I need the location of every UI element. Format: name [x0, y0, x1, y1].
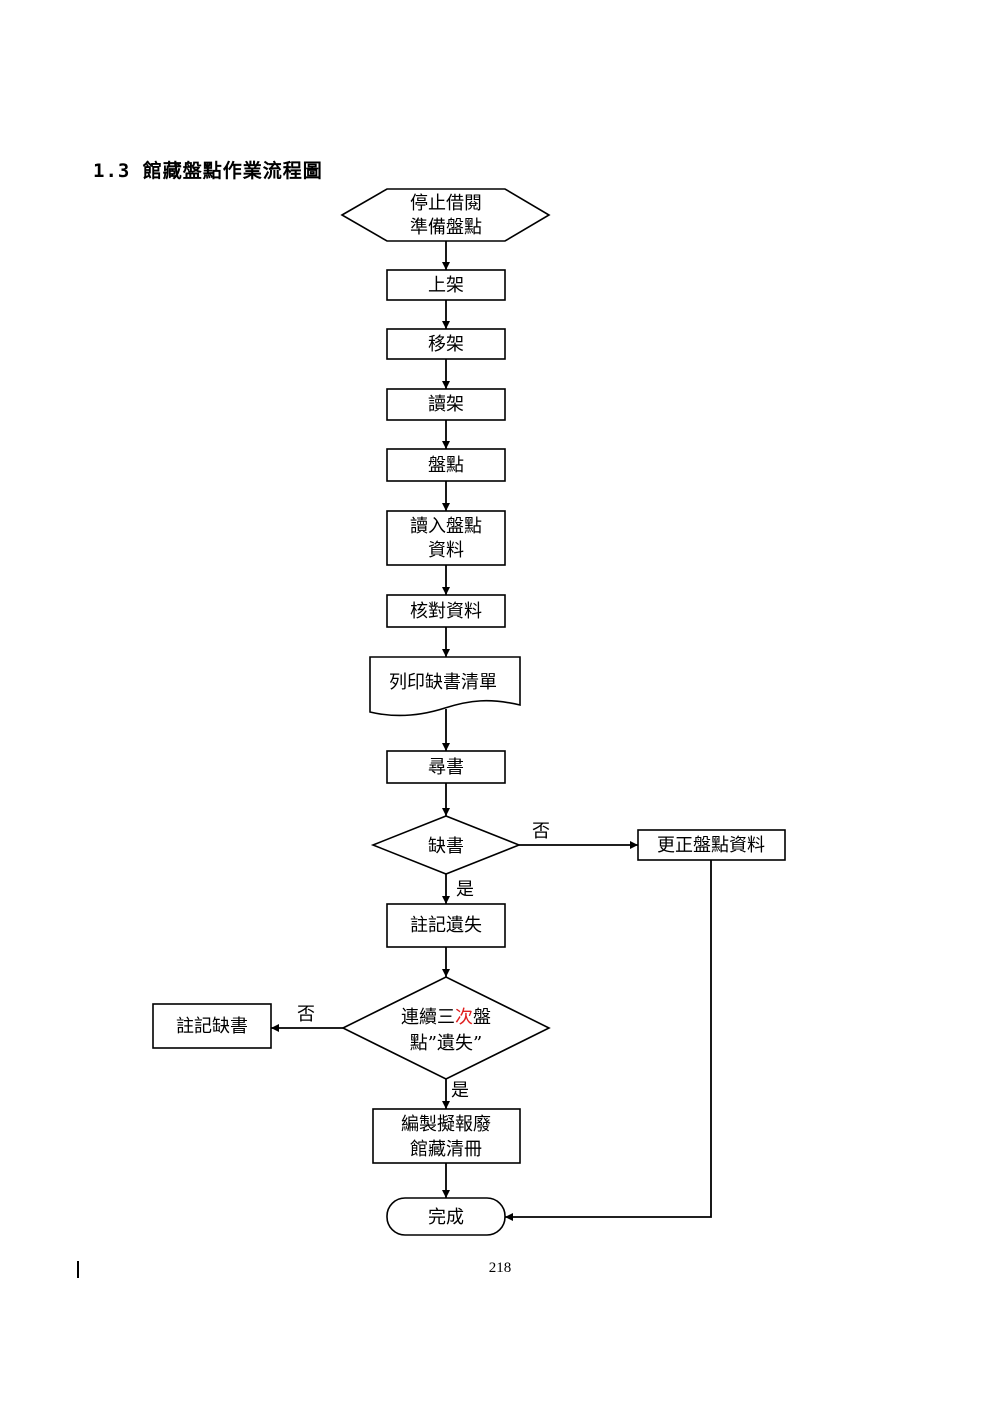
- node-done: 完成: [386, 1197, 506, 1236]
- missing-decision-label: 缺書: [428, 836, 464, 857]
- edge-label-no-2: 否: [297, 1004, 315, 1025]
- write-off-label-line1: 編製擬報廢: [401, 1114, 491, 1135]
- three-times-label-part2: 盤: [473, 1007, 491, 1028]
- correct-data-label: 更正盤點資料: [657, 835, 765, 856]
- start-label-line1: 停止借閱: [410, 193, 482, 214]
- node-start: 停止借閱 準備盤點: [340, 188, 551, 242]
- read-shelf-box: [386, 388, 506, 421]
- node-search: 尋書: [386, 750, 506, 784]
- load-data-label-line2: 資料: [428, 540, 464, 561]
- mark-missing-label: 註記缺書: [176, 1016, 248, 1037]
- start-label-line2: 準備盤點: [410, 217, 482, 238]
- mark-lost-box: [386, 903, 506, 948]
- shelve-label: 上架: [428, 275, 464, 296]
- three-times-label-highlight: 次: [455, 1007, 473, 1028]
- edge-label-no-1: 否: [532, 821, 550, 842]
- load-data-label-line1: 讀入盤點: [410, 516, 482, 537]
- done-label: 完成: [428, 1207, 464, 1228]
- mark-lost-label: 註記遺失: [410, 915, 482, 936]
- node-mark-missing: 註記缺書: [152, 1003, 272, 1049]
- start-shape: [340, 188, 551, 242]
- edge-label-yes-2: 是: [451, 1080, 469, 1101]
- node-write-off: 編製擬報廢 館藏清冊: [372, 1108, 521, 1164]
- margin-change-bar: [77, 1261, 79, 1278]
- node-move-shelf: 移架: [386, 328, 506, 360]
- node-correct-data: 更正盤點資料: [637, 829, 786, 861]
- page-number: 218: [488, 1260, 512, 1276]
- three-times-label-part1: 連續三: [401, 1007, 455, 1028]
- write-off-box: [372, 1108, 521, 1164]
- verify-label: 核對資料: [410, 601, 482, 622]
- node-verify: 核對資料: [386, 594, 506, 628]
- node-shelve: 上架: [386, 269, 506, 301]
- mark-missing-box: [152, 1003, 272, 1049]
- load-data-box: [386, 510, 506, 566]
- read-shelf-label: 讀架: [428, 394, 464, 415]
- node-print-list: 列印缺書清單: [369, 656, 521, 717]
- node-missing-decision: 缺書: [370, 815, 522, 875]
- inventory-label: 盤點: [428, 455, 464, 476]
- print-list-document: [369, 656, 521, 717]
- three-times-label-line1: 連續三次盤: [401, 1007, 491, 1028]
- three-times-diamond: [341, 976, 551, 1080]
- search-label: 尋書: [428, 757, 464, 778]
- page-heading: 1.3 館藏盤點作業流程圖: [93, 160, 323, 182]
- node-inventory: 盤點: [386, 448, 506, 482]
- print-list-label: 列印缺書清單: [389, 672, 497, 693]
- node-load-data: 讀入盤點 資料: [386, 510, 506, 566]
- edge-correct-done: [505, 860, 712, 1221]
- node-three-times-decision: 連續三次盤 點”遺失”: [341, 976, 551, 1080]
- node-read-shelf: 讀架: [386, 388, 506, 421]
- node-mark-lost: 註記遺失: [386, 903, 506, 948]
- edge-label-yes-1: 是: [456, 879, 474, 900]
- move-shelf-label: 移架: [428, 334, 464, 355]
- write-off-label-line2: 館藏清冊: [410, 1139, 482, 1160]
- three-times-label-line2: 點”遺失”: [410, 1033, 482, 1054]
